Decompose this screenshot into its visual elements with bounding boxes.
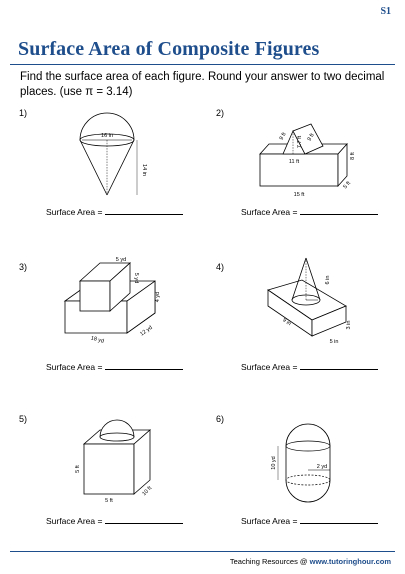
answer-label: Surface Area = bbox=[46, 516, 103, 526]
problem-2-figure-prism-on-box: 9 ft 9 ft 7.7 ft 11 ft 8 ft 15 ft 5 ft bbox=[259, 123, 356, 198]
problem-3-number: 3) bbox=[19, 262, 28, 272]
problem-4-number: 4) bbox=[216, 262, 225, 272]
p3-top-width-label: 5 yd bbox=[116, 257, 126, 263]
title-divider bbox=[10, 64, 395, 65]
p2-box-width-label: 5 ft bbox=[342, 180, 352, 190]
p5-height-label: 5 ft bbox=[75, 465, 81, 473]
p2-tri-height-label: 7.7 ft bbox=[297, 135, 303, 148]
p6-height-label: 10 yd bbox=[271, 456, 277, 469]
footer-prefix: Teaching Resources @ bbox=[229, 557, 308, 566]
problem-6-figure-capsule: 10 yd 2 yd bbox=[271, 423, 331, 503]
p5-width-label: 5 ft bbox=[105, 498, 113, 504]
problem-1-answer: Surface Area = bbox=[46, 207, 184, 217]
p2-box-length-label: 15 ft bbox=[294, 192, 305, 198]
p3-base-length-label: 18 yd bbox=[90, 335, 105, 344]
answer-label: Surface Area = bbox=[241, 516, 298, 526]
p6-radius-label: 2 yd bbox=[317, 464, 327, 470]
answer-label: Surface Area = bbox=[46, 207, 103, 217]
p4-cone-height-label: 6 in bbox=[325, 276, 331, 285]
problem-6-number: 6) bbox=[216, 414, 225, 424]
p4-length-label: 5 in bbox=[330, 339, 339, 345]
answer-label: Surface Area = bbox=[241, 362, 298, 372]
problem-4-answer: Surface Area = bbox=[241, 362, 379, 372]
problem-2-answer: Surface Area = bbox=[241, 207, 379, 217]
answer-blank[interactable] bbox=[300, 207, 379, 215]
p3-base-height-label: 4 yd bbox=[155, 292, 161, 302]
problem-4-figure-cone-on-box: 6 in 9 in 5 in 3 in bbox=[267, 257, 352, 345]
p1-diameter-label: 16 in bbox=[101, 133, 113, 139]
answer-blank[interactable] bbox=[300, 362, 379, 370]
footer: Teaching Resources @ www.tutoringhour.co… bbox=[230, 557, 391, 566]
p5-length-label: 10 ft bbox=[141, 485, 153, 497]
p3-top-height-label: 5 yd bbox=[133, 273, 139, 283]
worksheet-title: Surface Area of Composite Figures bbox=[18, 38, 320, 60]
p2-box-height-label: 8 ft bbox=[350, 152, 356, 160]
problem-1-figure-hemisphere-cone: 16 in 14 in bbox=[79, 112, 147, 196]
p2-tri-base-label: 11 ft bbox=[289, 159, 300, 165]
problem-5-number: 5) bbox=[19, 414, 28, 424]
p2-slant2-label: 9 ft bbox=[307, 132, 316, 142]
instructions: Find the surface area of each figure. Ro… bbox=[20, 71, 385, 98]
problem-3-figure-stacked-boxes: 5 yd 5 yd 4 yd 18 yd 12 yd bbox=[63, 257, 161, 345]
p3-base-width-label: 12 yd bbox=[139, 325, 153, 338]
answer-label: Surface Area = bbox=[46, 362, 103, 372]
p2-slant1-label: 9 ft bbox=[279, 131, 288, 141]
answer-blank[interactable] bbox=[300, 516, 379, 524]
answer-label: Surface Area = bbox=[241, 207, 298, 217]
problem-3-answer: Surface Area = bbox=[46, 362, 184, 372]
p4-width-label: 9 in bbox=[281, 317, 292, 327]
problem-6-answer: Surface Area = bbox=[241, 516, 379, 526]
problem-5-figure-hemisphere-on-box: 5 ft 5 ft 10 ft bbox=[75, 419, 154, 504]
problem-2-number: 2) bbox=[216, 108, 225, 118]
p1-height-label: 14 in bbox=[141, 164, 147, 176]
problem-5-answer: Surface Area = bbox=[46, 516, 184, 526]
footer-domain-link[interactable]: www.tutoringhour.com bbox=[309, 557, 391, 566]
answer-blank[interactable] bbox=[105, 207, 184, 215]
problem-1-number: 1) bbox=[19, 108, 28, 118]
p4-height-label: 3 in bbox=[346, 321, 352, 330]
footer-divider bbox=[10, 551, 395, 552]
answer-blank[interactable] bbox=[105, 516, 184, 524]
answer-blank[interactable] bbox=[105, 362, 184, 370]
sheet-code: S1 bbox=[380, 6, 391, 17]
